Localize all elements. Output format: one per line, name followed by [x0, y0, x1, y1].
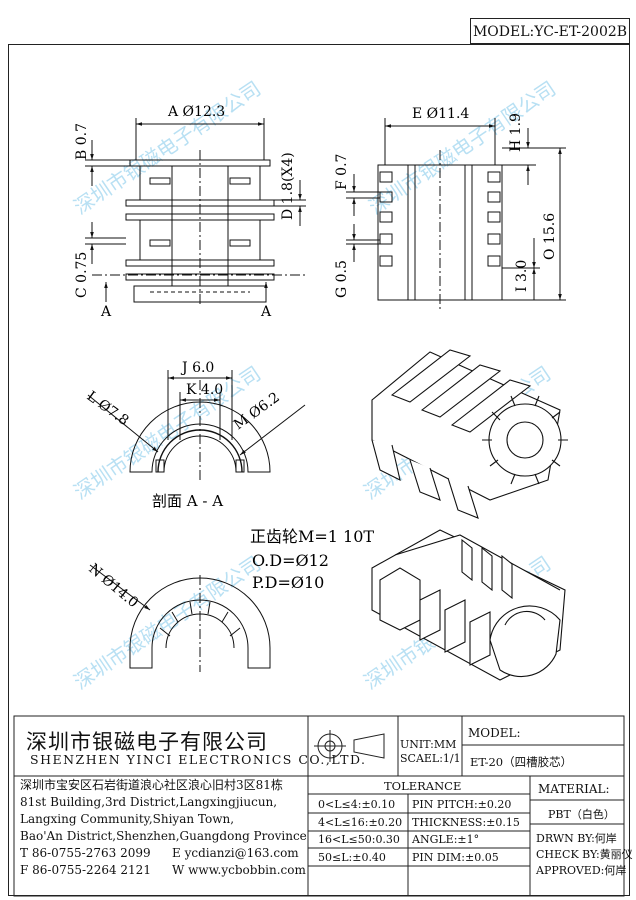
- dim-G-label: G 0.5: [334, 260, 350, 298]
- material-header: MATERIAL:: [538, 782, 610, 796]
- approved-by: APPROVED:何岸: [536, 864, 627, 877]
- gear-spec-line1: 正齿轮M=1 10T: [250, 527, 374, 546]
- isometric-view-lower: [371, 529, 566, 681]
- dim-O-label: O 15.6: [542, 213, 558, 260]
- dim-D-label: D 1.8(X4): [280, 152, 296, 220]
- tolerance-row-1: 0<L≤4:±0.10: [318, 798, 396, 811]
- gear-view: [89, 564, 271, 672]
- fax-number: F 86-0755-2264 2121: [20, 863, 151, 877]
- address-line-1: 深圳市宝安区石岩街道浪心社区浪心旧村3区81栋: [20, 778, 283, 792]
- watermark-3: 深圳市银磁电子有限公司: [69, 361, 265, 504]
- dim-K-label: K 4.0: [186, 382, 223, 398]
- company-name-cn: 深圳市银磁电子有限公司: [26, 730, 268, 754]
- pin-dim-spec: PIN DIM:±0.05: [412, 851, 499, 864]
- dim-B-label: B 0.7: [74, 123, 90, 160]
- dim-E-label: E Ø11.4: [412, 106, 469, 122]
- dim-L-label: L Ø7.8: [84, 388, 132, 429]
- section-marker-left: A: [100, 304, 112, 320]
- tolerance-row-2: 4<L≤16:±0.20: [318, 816, 403, 829]
- dim-H-label: H 1.9: [508, 113, 524, 152]
- front-view: [346, 118, 566, 310]
- tolerance-row-3: 16<L≤50:0.30: [318, 833, 400, 846]
- thickness-spec: THICKNESS:±0.15: [412, 816, 520, 829]
- title-block-grid: [13, 715, 625, 897]
- drawn-by: DRWN BY:何岸: [536, 832, 617, 845]
- address-line-4: Bao'An District,Shenzhen,Guangdong Provi…: [20, 829, 307, 843]
- scale-label: SCAEL:1/1: [400, 752, 461, 765]
- dim-C-label: C 0.75: [74, 252, 90, 298]
- model-number-box: MODEL:YC-ET-2002B: [470, 18, 630, 44]
- tolerance-title: TOLERANCE: [384, 779, 462, 793]
- section-title: 剖面 A - A: [152, 492, 223, 510]
- model-value: ET-20（四槽胶芯）: [470, 755, 573, 769]
- phone-number: T 86-0755-2763 2099: [20, 846, 151, 860]
- dim-F-label: F 0.7: [334, 154, 350, 190]
- dim-N-label: N Ø14.0: [85, 561, 141, 611]
- dim-J-label: J 6.0: [180, 360, 214, 376]
- isometric-view-upper: [371, 349, 568, 519]
- model-header: MODEL:: [468, 726, 521, 740]
- section-marker-right: A: [260, 304, 272, 320]
- website-url: W www.ycbobbin.com: [172, 863, 306, 877]
- address-line-3: Langxing Community,Shiyan Town,: [20, 812, 235, 826]
- address-line-2: 81st Building,3rd District,Langxingjiucu…: [20, 795, 278, 809]
- email-address: E ycdianzi@163.com: [172, 846, 299, 860]
- tolerance-row-4: 50≤L:±0.40: [318, 851, 386, 864]
- company-name-en: SHENZHEN YINCI ELECTRONICS CO.,LTD.: [30, 752, 367, 767]
- angle-spec: ANGLE:±1°: [412, 833, 480, 846]
- side-view: [85, 118, 308, 305]
- gear-spec-line2: O.D=Ø12: [252, 551, 329, 570]
- dim-I-label: I 3.0: [514, 260, 530, 292]
- unit-label: UNIT:MM: [400, 738, 457, 751]
- section-a-a-view: [87, 370, 306, 480]
- checked-by: CHECK BY:黄丽仪: [536, 848, 633, 861]
- watermark-1: 深圳市银磁电子有限公司: [69, 76, 265, 219]
- gear-spec-line3: P.D=Ø10: [252, 573, 324, 592]
- material-value: PBT（白色）: [548, 808, 615, 821]
- pin-pitch-spec: PIN PITCH:±0.20: [412, 798, 512, 811]
- dim-A-label: A Ø12.3: [167, 104, 225, 120]
